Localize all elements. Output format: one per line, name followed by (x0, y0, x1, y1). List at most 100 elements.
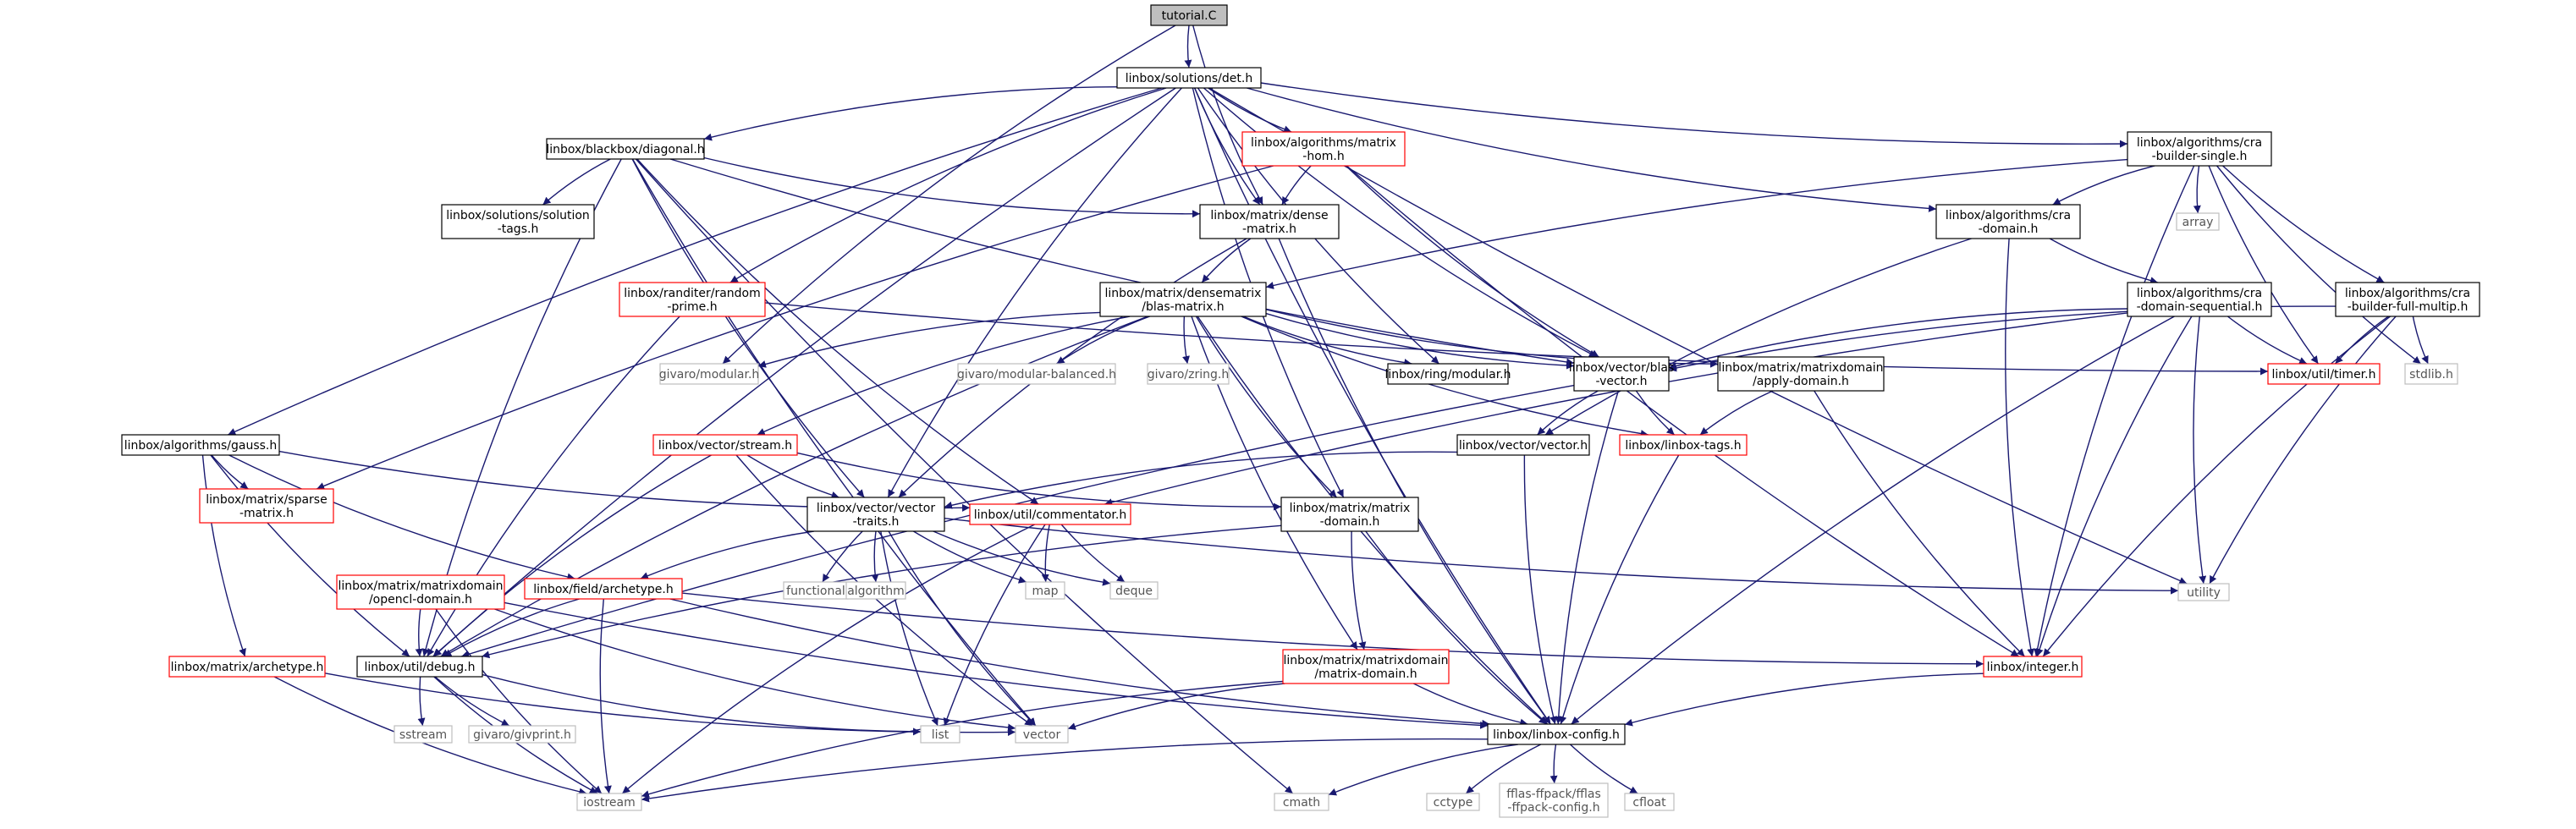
node-label: linbox/vector/vector (817, 502, 935, 515)
node-vector-traits[interactable]: linbox/vector/vector-traits.h (806, 497, 945, 532)
edge-debug-to-sstream (417, 676, 426, 727)
edge-blas_matrix-to-linbox_tags (1241, 316, 1649, 437)
node-opencl-domain[interactable]: linbox/matrix/matrixdomain/opencl-domain… (336, 574, 505, 610)
edge-stream-to-matrix_domain (796, 452, 1282, 511)
edge-diagonal-to-dense_matrix (703, 156, 1201, 218)
edge-apply_domain-to-linbox_tags (1699, 390, 1774, 436)
edge-det-to-linbox_config (1194, 87, 1551, 725)
node-cra-seq[interactable]: linbox/algorithms/cra-domain-sequential.… (2127, 282, 2272, 317)
node-cra-domain[interactable]: linbox/algorithms/cra-domain.h (1935, 204, 2081, 239)
node-solution-tags[interactable]: linbox/solutions/solution-tags.h (441, 204, 595, 239)
node-box (356, 656, 483, 678)
edge-cra_seq-to-timer (2226, 316, 2308, 365)
edge-cra_full-to-integer (2042, 316, 2392, 657)
node-label: stdlib.h (2409, 368, 2453, 382)
edge-debug-to-givprint (434, 676, 510, 727)
node-sparse-matrix[interactable]: linbox/matrix/sparse-matrix.h (199, 488, 334, 524)
node-label: -domain-sequential.h (2137, 300, 2263, 314)
node-ring-modular[interactable]: linbox/ring/modular.h (1384, 363, 1511, 385)
edge-blas_matrix-to-stream (757, 316, 1131, 436)
edge-cra_single-to-blas_matrix (1265, 158, 2128, 289)
node-debug[interactable]: linbox/util/debug.h (356, 656, 483, 678)
edge-vector_traits-to-list (880, 530, 938, 727)
node-gauss[interactable]: linbox/algorithms/gauss.h (121, 434, 280, 456)
node-givaro-modular: givaro/modular.h (659, 363, 759, 385)
edge-cra_single-to-timer (2208, 165, 2319, 365)
node-matrix-archetype[interactable]: linbox/matrix/archetype.h (168, 656, 326, 678)
edge-diagonal-to-vector_traits (631, 158, 865, 498)
node-linbox-tags[interactable]: linbox/linbox-tags.h (1619, 434, 1748, 456)
node-root[interactable]: tutorial.C (1150, 4, 1228, 26)
node-matrix-domain[interactable]: linbox/matrix/matrix-domain.h (1280, 497, 1419, 532)
node-label: list (932, 728, 949, 742)
node-blas-matrix[interactable]: linbox/matrix/densematrix/blas-matrix.h (1099, 282, 1267, 317)
edge-diagonal-to-commentator (636, 158, 1039, 505)
edge-cra_domain-to-vector_h (1544, 238, 1972, 436)
edge-diagonal-to-blas_vector (669, 158, 1575, 366)
node-linbox-config[interactable]: linbox/linbox-config.h (1487, 723, 1626, 745)
edge-field_archetype-to-iostream (599, 598, 612, 794)
edge-blas_matrix-to-givaro_zring (1182, 316, 1190, 365)
node-box (468, 725, 576, 744)
edge-cra_seq-to-utility (2193, 316, 2207, 585)
node-label: fflas-ffpack/fflas (1506, 788, 1601, 801)
edge-matrix_hom-to-blas_vector (1346, 165, 1599, 358)
node-blas-vector[interactable]: linbox/vector/blas-vector.h (1569, 356, 1674, 392)
node-box (969, 503, 1131, 525)
node-commentator[interactable]: linbox/util/commentator.h (969, 503, 1131, 525)
edge-blas_matrix-to-givaro_mod_bal (1056, 316, 1150, 365)
node-label: linbox/field/archetype.h (533, 583, 673, 596)
node-box (2127, 282, 2272, 317)
node-diagonal[interactable]: linbox/blackbox/diagonal.h (546, 138, 705, 160)
node-label: linbox/algorithms/cra (2345, 287, 2470, 300)
node-cmath: cmath (1274, 793, 1329, 811)
node-label: functional (786, 585, 845, 598)
node-label: linbox/matrix/dense (1210, 209, 1328, 222)
node-det[interactable]: linbox/solutions/det.h (1116, 67, 1262, 89)
edge-field_archetype-to-linbox_config (669, 598, 1490, 727)
node-algorithm: algorithm (845, 581, 906, 600)
node-box (1387, 363, 1509, 385)
node-field-archetype[interactable]: linbox/field/archetype.h (524, 578, 683, 600)
node-mdomain-matrix[interactable]: linbox/matrix/matrixdomain/matrix-domain… (1282, 649, 1450, 684)
node-box (2176, 212, 2220, 231)
node-box (121, 434, 280, 456)
node-map: map (1025, 581, 1065, 600)
node-array: array (2176, 212, 2220, 231)
node-dense-matrix[interactable]: linbox/matrix/dense-matrix.h (1199, 204, 1340, 239)
edge-linbox_config-to-cfloat (1570, 744, 1638, 794)
edge-vector_traits-to-deque (933, 530, 1111, 586)
node-matrix-hom[interactable]: linbox/algorithms/matrix-hom.h (1241, 131, 1406, 167)
node-label: algorithm (847, 585, 905, 598)
edge-vector_h-to-vector_traits (944, 451, 1458, 509)
node-box (199, 488, 334, 524)
edge-debug-to-list (482, 673, 922, 736)
edge-opencl_domain-to-vector_std (494, 608, 1016, 732)
edge-det-to-diagonal (703, 86, 1118, 141)
edge-gauss-to-sparse_matrix (211, 454, 249, 490)
node-label: -matrix.h (1242, 222, 1296, 236)
node-random-prime[interactable]: linbox/randiter/random-prime.h (619, 282, 766, 317)
node-box (659, 363, 759, 385)
node-box (920, 725, 960, 744)
node-box (394, 725, 453, 744)
node-label: linbox/matrix/matrixdomain (1283, 654, 1448, 667)
edge-matrix_domain-to-linbox_config (1365, 530, 1548, 725)
edge-det-to-gauss (228, 87, 1162, 436)
edge-mdomain_matrix-to-iostream (641, 680, 1284, 799)
node-iostream: iostream (576, 793, 642, 811)
node-box (2267, 363, 2381, 385)
node-box (1015, 725, 1069, 744)
node-vector-h[interactable]: linbox/vector/vector.h (1456, 434, 1590, 456)
node-apply-domain[interactable]: linbox/matrix/matrixdomain/apply-domain.… (1717, 356, 1885, 392)
edge-cra_single-to-array (2193, 165, 2201, 214)
node-deque: deque (1109, 581, 1159, 600)
node-label: -builder-single.h (2152, 150, 2248, 163)
node-timer[interactable]: linbox/util/timer.h (2267, 363, 2381, 385)
node-stream[interactable]: linbox/vector/stream.h (652, 434, 798, 456)
node-cra-full[interactable]: linbox/algorithms/cra-builder-full-multi… (2335, 282, 2480, 317)
node-box (576, 793, 642, 811)
node-integer[interactable]: linbox/integer.h (1983, 656, 2083, 678)
node-cra-single[interactable]: linbox/algorithms/cra-builder-single.h (2127, 131, 2272, 167)
